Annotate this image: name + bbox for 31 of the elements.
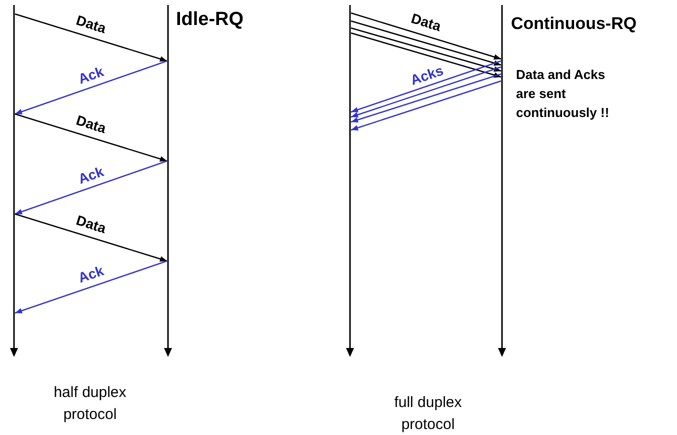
arrow	[14, 113, 168, 162]
timeline-arrow	[497, 5, 507, 357]
edge-label: Data	[410, 10, 443, 34]
caption: half duplex protocol	[52, 383, 128, 425]
edge-label: Data	[74, 212, 108, 235]
arrow	[350, 27, 502, 72]
arrow	[350, 73, 502, 123]
arrow	[350, 60, 502, 113]
edge-label: Acks	[408, 62, 444, 87]
edge-label: Ack	[76, 263, 106, 285]
heading: Idle-RQ	[176, 8, 245, 32]
timeline-arrow	[345, 5, 355, 357]
edge-label: Ack	[76, 164, 106, 186]
edge-label: Data	[74, 12, 108, 35]
note: Data and Acks are sent continuously !!	[516, 66, 610, 122]
arrow	[14, 213, 168, 262]
edge-label: Data	[74, 112, 108, 135]
arrow	[350, 66, 502, 118]
arrow	[350, 80, 502, 131]
arrow	[350, 12, 502, 60]
edge-label: Ack	[76, 64, 106, 86]
arrow	[350, 32, 502, 78]
timeline-arrow	[9, 5, 19, 357]
arrow	[14, 160, 168, 215]
timeline-arrow	[163, 5, 173, 357]
heading: Continuous-RQ	[511, 13, 638, 35]
arrow	[14, 60, 168, 115]
arrow	[14, 260, 168, 314]
arrow	[350, 20, 502, 66]
arrow	[14, 13, 168, 62]
caption: full duplex protocol	[393, 393, 463, 435]
